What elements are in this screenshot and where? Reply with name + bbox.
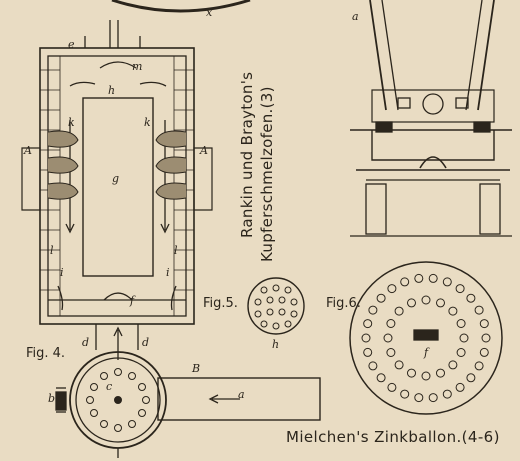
fig6-hole [387,284,397,294]
letter-c: c [106,380,113,393]
fig6-hole [481,333,491,343]
letter-k-right: k [144,116,151,129]
fig6-disc [349,261,503,415]
letter-l-left: l [50,244,54,257]
letter-i-left: i [60,266,64,279]
letter-e-top: e [68,38,75,51]
letter-f: f [130,294,135,307]
fig6-hole [414,393,424,403]
fig6-hole [387,382,397,392]
letter-k-left: k [68,116,75,129]
fig6-hole [363,319,373,329]
fig6-hole [474,361,484,371]
fig6-label: Fig.6. [326,296,361,311]
letter-g: g [112,172,120,185]
caption: Mielchen's Zinkballon.(4-6) [286,428,500,446]
fig5-label: Fig.5. [203,296,238,311]
fig6-hole [400,389,410,399]
letter-a-top: a [352,10,359,23]
letter-d-right: d [142,336,150,349]
fig6-hole [455,382,465,392]
fig6-hole [363,347,373,357]
fig6-hole [428,393,438,403]
fig6-hole [436,368,445,378]
fig6-hole [448,306,458,316]
letter-h: h [108,84,116,97]
letter-m: m [132,60,143,73]
letter-A-left: A [24,144,32,157]
fig6-hole [479,319,489,329]
letter-B: B [192,362,201,375]
letter-f-fig6: f [424,346,429,359]
fig6-hole [383,333,393,343]
letter-d-left: d [82,336,90,349]
fig6-hole [407,298,416,308]
fig6-hole [456,348,466,357]
top-arc-fragment [111,0,251,13]
fig6-hole [376,293,386,303]
fig6-hole [455,284,465,294]
fig6-hole [474,305,484,315]
fig6-hole [421,371,431,381]
letter-h-fig5: h [272,338,280,351]
title-line-1: Rankin und Brayton's [238,71,256,238]
fig6-hole [386,348,396,357]
letter-l-right: l [174,244,178,257]
fig4-label: Fig. 4. [26,346,66,361]
balloon-holes [86,368,150,432]
fig6-hole [448,360,458,370]
title-line-2: Kupferschmelzofen.(3) [258,86,276,262]
fig6-hole [400,277,410,287]
fig6-hole [442,389,452,399]
fig5-disc [247,277,305,335]
fig6-hole [442,277,452,287]
fig6-hole [459,333,469,343]
fig6-hole [456,319,466,328]
fig6-hole [466,373,476,383]
fig6-hole [394,360,404,370]
furnace-elevation [350,0,512,237]
letter-b: b [48,392,56,405]
fig6-hole [479,347,489,357]
fig6-hole [466,293,476,303]
letter-a-arrow: a [238,388,245,401]
fig6-hole [436,298,445,308]
fig6-hole [361,333,371,343]
furnace-section [21,20,213,360]
fig6-hole [407,368,416,378]
fig6-hole [394,306,404,316]
fig6-hole [386,319,396,328]
fig6-hole [368,361,378,371]
fig6-hole [376,373,386,383]
letter-i-right: i [166,266,170,279]
fig6-hole [368,305,378,315]
fig6-hole [421,295,431,305]
letter-x: x [206,6,213,19]
fig6-hole [414,273,424,283]
zinc-balloon-side [55,351,321,458]
letter-A-right: A [200,144,208,157]
fig6-hole [428,273,438,283]
